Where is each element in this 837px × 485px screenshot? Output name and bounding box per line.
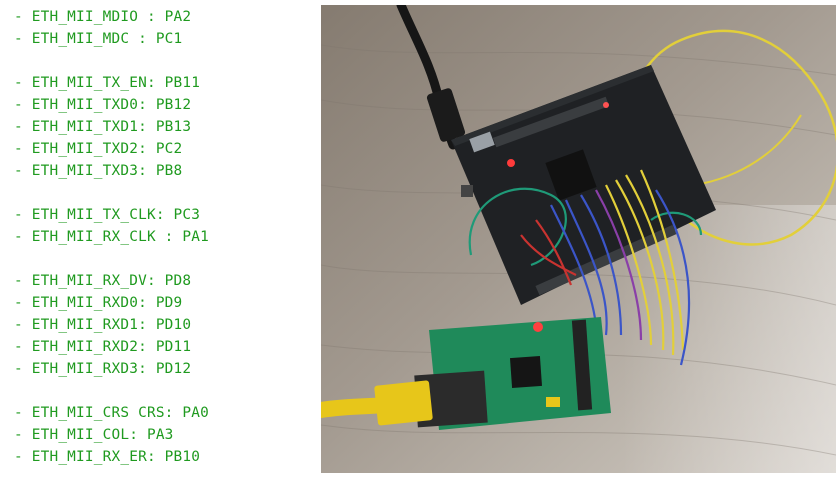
pin-group-status: - ETH_MII_CRS CRS: PA0 - ETH_MII_COL: PA… — [14, 402, 314, 468]
group-spacer — [14, 380, 314, 402]
pin-line: - ETH_MII_TX_CLK: PC3 — [14, 207, 201, 223]
phy-pin-header — [571, 319, 593, 411]
pin-line: - ETH_MII_MDC : PC1 — [14, 31, 183, 47]
power-plug — [426, 88, 466, 142]
pin-group-clocks: - ETH_MII_TX_CLK: PC3 - ETH_MII_RX_CLK :… — [14, 204, 314, 248]
pin-line: - ETH_MII_TX_EN: PB11 — [14, 75, 201, 91]
group-spacer — [14, 248, 314, 270]
pin-line: - ETH_MII_TXD0: PB12 — [14, 97, 192, 113]
hardware-photo — [321, 5, 836, 473]
pin-line: - ETH_MII_TXD3: PB8 — [14, 163, 183, 179]
status-led — [603, 102, 609, 108]
rj45-plug — [374, 380, 433, 426]
rj45-jack — [414, 370, 488, 428]
pin-line: - ETH_MII_RXD1: PD10 — [14, 317, 192, 333]
pin-mapping-list: - ETH_MII_MDIO : PA2 - ETH_MII_MDC : PC1… — [14, 6, 314, 468]
usb-connector — [469, 131, 495, 153]
pin-line: - ETH_MII_RXD2: PD11 — [14, 339, 192, 355]
pin-line: - ETH_MII_RX_ER: PB10 — [14, 449, 201, 465]
pin-group-tx: - ETH_MII_TX_EN: PB11 - ETH_MII_TXD0: PB… — [14, 72, 314, 182]
group-spacer — [14, 50, 314, 72]
pin-line: - ETH_MII_TXD1: PB13 — [14, 119, 192, 135]
pin-line: - ETH_MII_RXD0: PD9 — [14, 295, 183, 311]
pin-line: - ETH_MII_MDIO : PA2 — [14, 9, 192, 25]
jumper-wires — [468, 169, 703, 366]
red-led — [507, 159, 515, 167]
pin-line: - ETH_MII_CRS CRS: PA0 — [14, 405, 210, 421]
phy-crystal — [546, 397, 560, 407]
phy-red-led — [533, 322, 543, 332]
mcu-chip — [545, 149, 597, 201]
pin-line: - ETH_MII_RXD3: PD12 — [14, 361, 192, 377]
pin-line: - ETH_MII_RX_DV: PD8 — [14, 273, 192, 289]
pin-line: - ETH_MII_TXD2: PC2 — [14, 141, 183, 157]
hardware-photo-illustration — [321, 5, 836, 473]
mcu-board-edge — [451, 65, 654, 146]
phy-chip — [509, 355, 543, 389]
group-spacer — [14, 182, 314, 204]
reset-button — [461, 185, 473, 197]
pin-group-mdio: - ETH_MII_MDIO : PA2 - ETH_MII_MDC : PC1 — [14, 6, 314, 50]
pin-line: - ETH_MII_COL: PA3 — [14, 427, 174, 443]
mcu-header-pins — [492, 96, 677, 296]
pin-group-rx: - ETH_MII_RX_DV: PD8 - ETH_MII_RXD0: PD9… — [14, 270, 314, 380]
pin-line: - ETH_MII_RX_CLK : PA1 — [14, 229, 210, 245]
light-glare — [621, 205, 836, 473]
